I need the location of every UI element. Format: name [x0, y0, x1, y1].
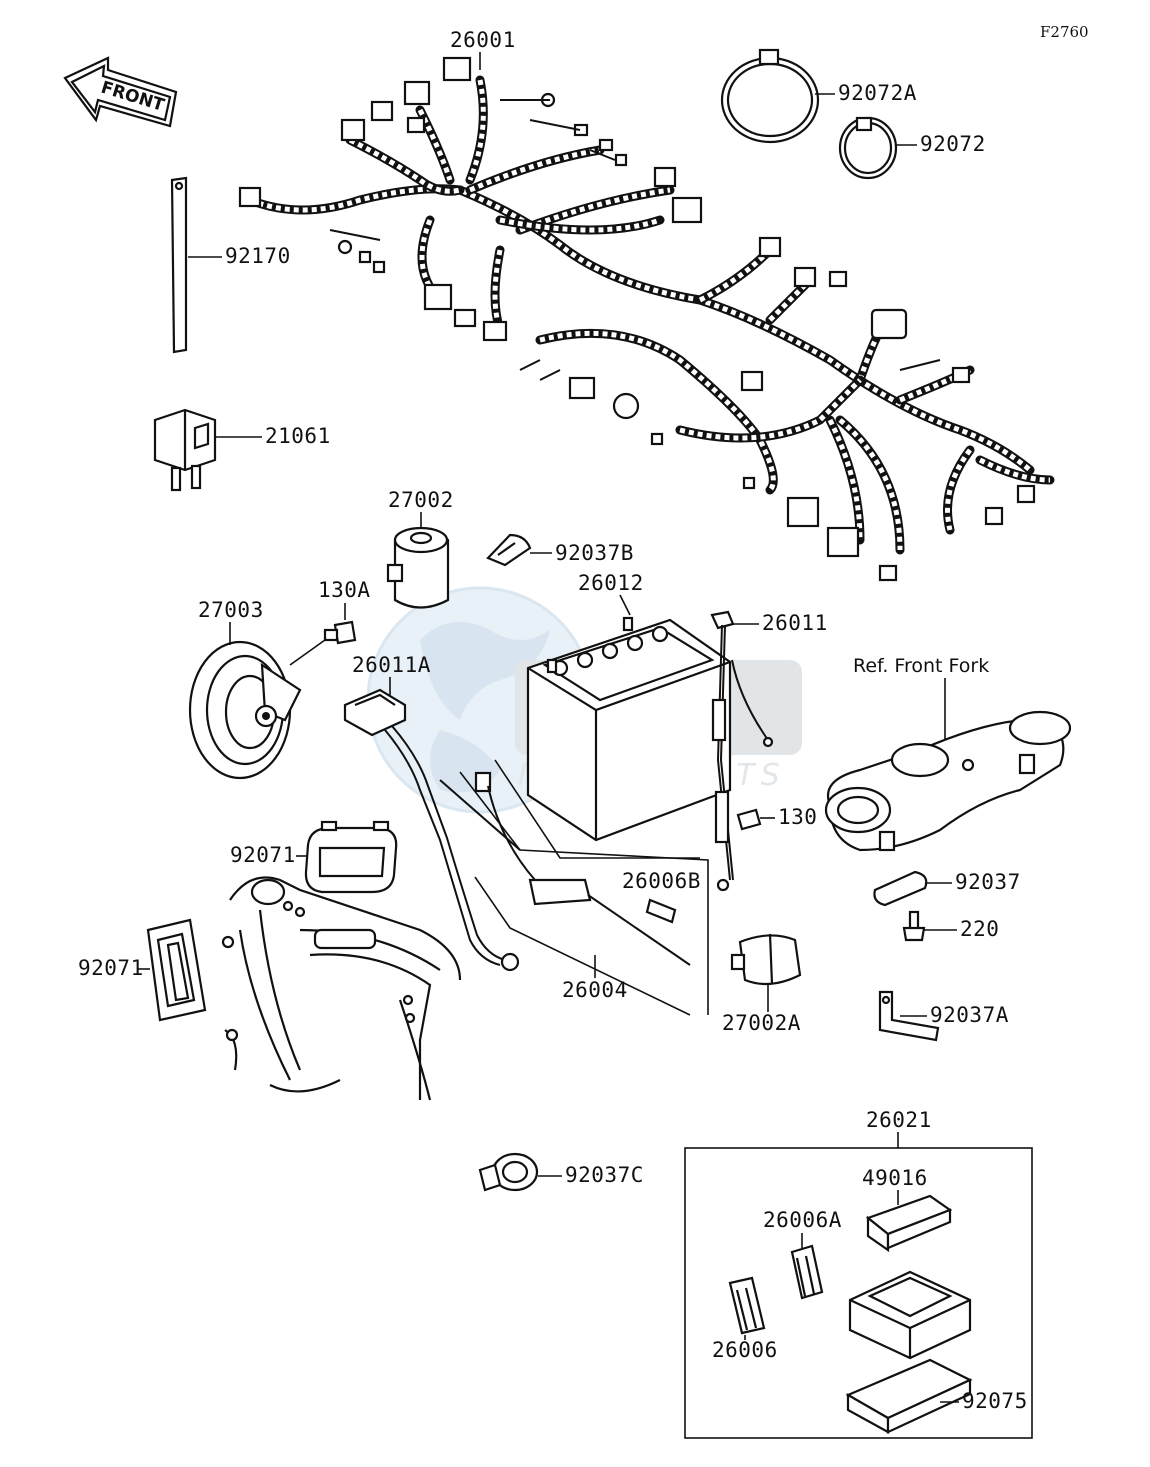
callout-92071-lower: 92071 — [78, 956, 144, 980]
fuse-26006 — [728, 1276, 766, 1335]
callout-27002A: 27002A — [722, 1011, 801, 1035]
relay — [153, 408, 217, 492]
switch-27002A — [730, 933, 802, 986]
fuse-26006B — [645, 898, 677, 924]
callout-27002: 27002 — [388, 488, 454, 512]
callout-220: 220 — [960, 917, 999, 941]
clamp-92037C — [478, 1152, 539, 1192]
callout-26021: 26021 — [866, 1108, 932, 1132]
callout-26001: 26001 — [450, 28, 516, 52]
cable-26011A — [343, 688, 520, 972]
bracket-92037A — [878, 990, 940, 1042]
callout-92075: 92075 — [962, 1389, 1028, 1413]
callout-27003: 27003 — [198, 598, 264, 622]
callout-26006: 26006 — [712, 1338, 778, 1362]
callout-92072: 92072 — [920, 132, 986, 156]
cable-tie-large — [720, 48, 820, 144]
callout-92037B: 92037B — [555, 541, 634, 565]
fuse-box-bottom-92075 — [845, 1358, 973, 1434]
main-wiring-harness — [238, 56, 1055, 582]
callout-26012: 26012 — [578, 571, 644, 595]
bolt-130 — [736, 808, 762, 831]
fuse-box-cover-49016 — [865, 1194, 953, 1253]
bolt-130A — [323, 620, 357, 645]
callout-92071-upper: 92071 — [230, 843, 296, 867]
grommet-upper — [304, 820, 398, 894]
cable-26011 — [710, 610, 774, 892]
callout-26006A: 26006A — [763, 1208, 842, 1232]
cable-26004 — [439, 771, 691, 966]
front-direction-arrow: FRONT — [63, 56, 178, 128]
strap-band — [170, 176, 188, 354]
callout-26011A: 26011A — [352, 653, 431, 677]
callout-26004: 26004 — [562, 978, 628, 1002]
cable-tie-small — [838, 116, 898, 180]
fuse-26006A — [790, 1244, 824, 1300]
bolt-220 — [902, 910, 926, 942]
callout-130A: 130A — [318, 578, 371, 602]
callout-26011: 26011 — [762, 611, 828, 635]
fuse-box-body — [848, 1270, 972, 1360]
callout-92170: 92170 — [225, 244, 291, 268]
callout-92037C: 92037C — [565, 1163, 644, 1187]
front-fork-triple-clamp — [824, 710, 1072, 852]
grommet-lower — [146, 918, 207, 1022]
callout-92072A: 92072A — [838, 81, 917, 105]
frame — [221, 876, 462, 1101]
callout-92037: 92037 — [955, 870, 1021, 894]
callout-92037A: 92037A — [930, 1003, 1009, 1027]
clamp-92037 — [873, 870, 928, 907]
figure-code: F2760 — [1040, 23, 1089, 41]
fuse-kit-box — [684, 1147, 1033, 1439]
callout-130: 130 — [778, 805, 817, 829]
callout-26006B: 26006B — [622, 869, 701, 893]
callout-21061: 21061 — [265, 424, 331, 448]
clamp-92037B — [486, 533, 532, 567]
switch-27002 — [386, 526, 450, 609]
front-fork-reference: Ref. Front Fork — [853, 655, 989, 677]
horn — [188, 640, 302, 780]
callout-49016: 49016 — [862, 1166, 928, 1190]
battery — [526, 616, 732, 842]
